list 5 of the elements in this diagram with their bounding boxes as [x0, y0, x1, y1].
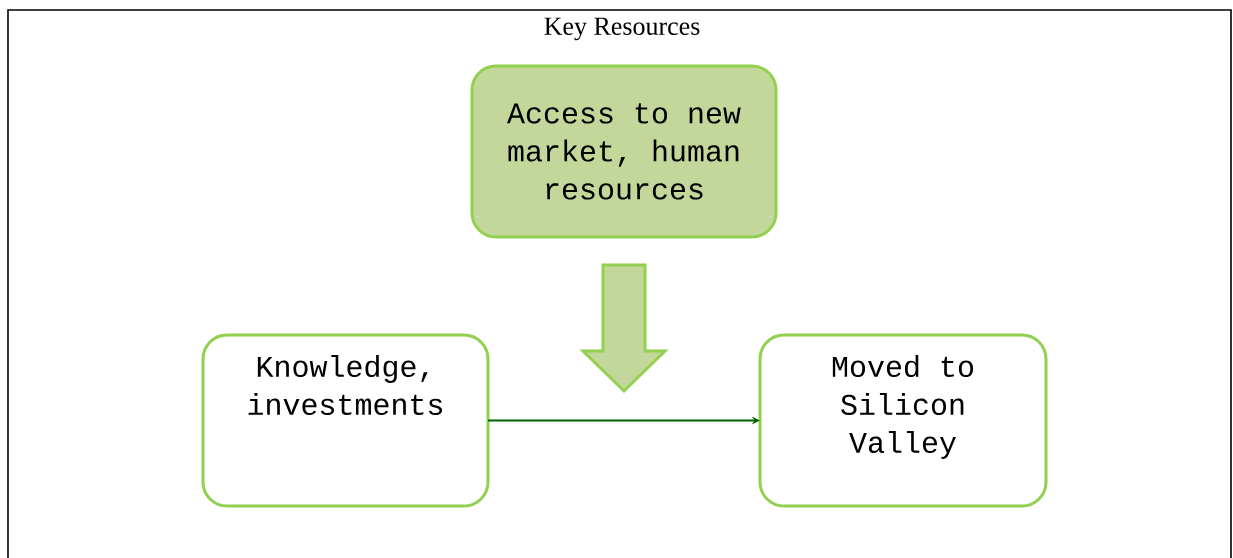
process-box: Knowledge, investments [201, 333, 490, 508]
block-arrow [579, 263, 669, 394]
process-box: Moved to Silicon Valley [758, 333, 1048, 508]
title: Key Resources [544, 17, 700, 41]
process-box: Access to new market, human resources [470, 64, 778, 239]
